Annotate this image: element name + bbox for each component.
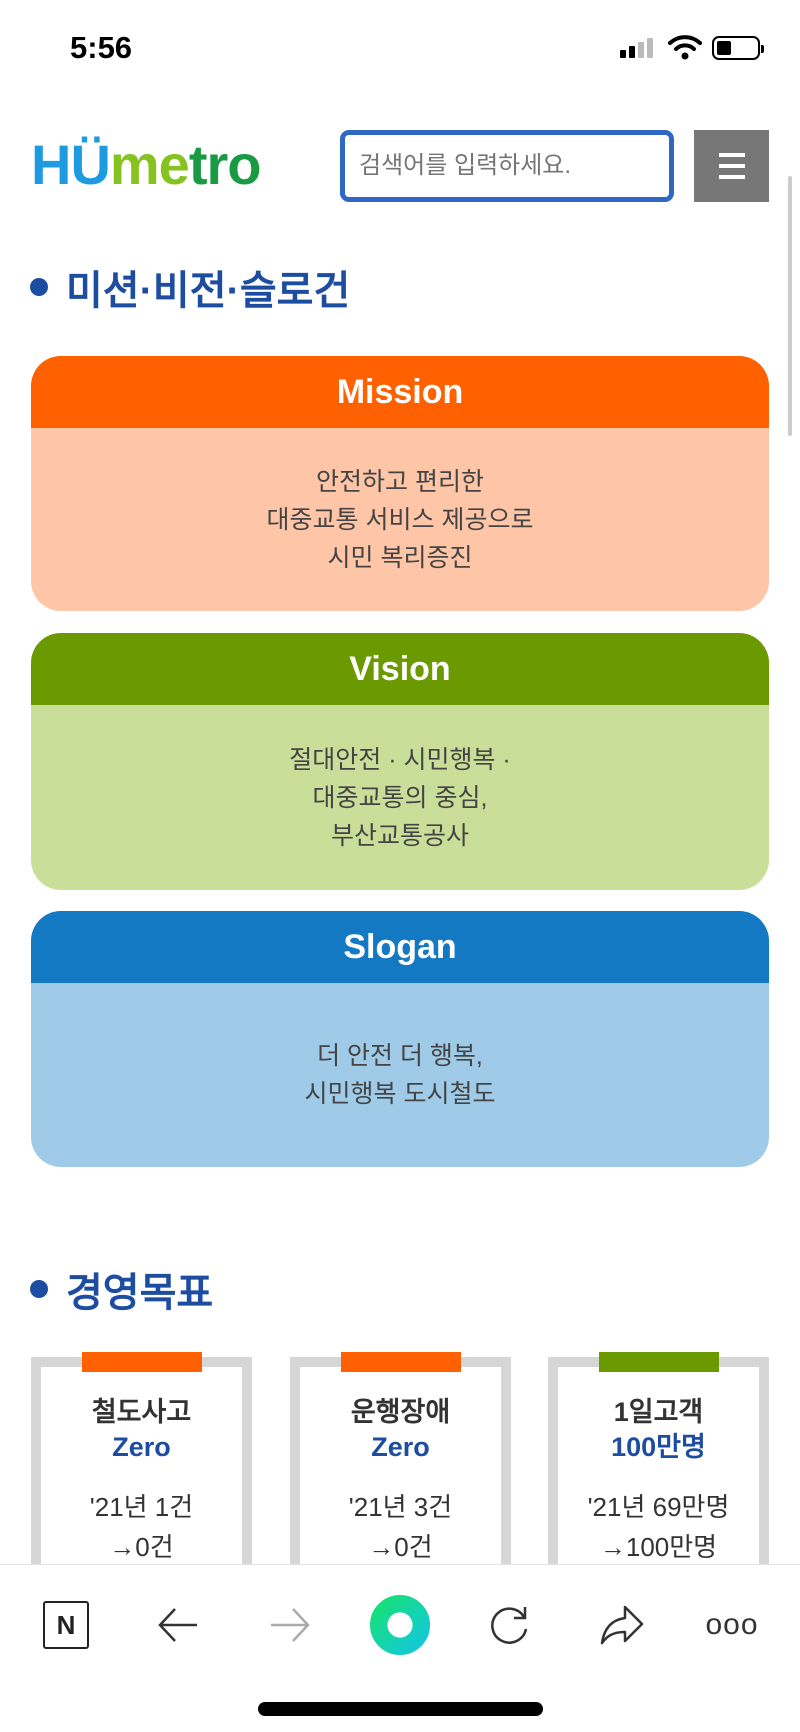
refresh-icon — [491, 1607, 528, 1644]
share-button[interactable] — [592, 1595, 652, 1655]
status-time: 5:56 — [70, 30, 133, 65]
home-indicator[interactable] — [258, 1702, 543, 1716]
slogan-text: 시민행복 도시철도 — [304, 1080, 496, 1108]
vision-text: 절대안전 · 시민행복 · — [289, 745, 511, 774]
slogan-box: Slogan 더 안전 더 행복, 시민행복 도시철도 — [31, 911, 769, 1167]
slogan-label: Slogan — [31, 911, 769, 983]
scrollbar[interactable] — [788, 176, 792, 436]
hamburger-menu-button[interactable] — [694, 130, 769, 202]
vision-text: 부산교통공사 — [330, 821, 469, 850]
wifi-icon — [668, 35, 702, 60]
mission-text: 대중교통 서비스 제공으로 — [266, 505, 534, 534]
search-button[interactable] — [669, 135, 674, 197]
slogan-text: 더 안전 더 행복, — [317, 1042, 483, 1070]
bullet-icon — [30, 278, 48, 296]
back-button[interactable] — [148, 1595, 208, 1655]
more-button[interactable]: ooo — [705, 1608, 759, 1641]
naver-home-button[interactable]: N — [36, 1595, 96, 1655]
search-bar — [340, 130, 674, 202]
refresh-button[interactable] — [480, 1595, 540, 1655]
search-icon — [669, 144, 674, 188]
search-input[interactable] — [345, 135, 669, 197]
mission-label: Mission — [31, 356, 769, 428]
section-heading-goals: 경영목표 — [30, 1260, 213, 1318]
green-dot-button[interactable] — [370, 1595, 430, 1655]
mission-text: 안전하고 편리한 — [316, 467, 484, 496]
bullet-icon — [30, 1280, 48, 1298]
forward-button[interactable] — [260, 1595, 320, 1655]
vision-label: Vision — [31, 633, 769, 705]
vision-text: 대중교통의 중심, — [312, 783, 488, 812]
cellular-signal-icon — [620, 38, 653, 58]
n-icon: N — [43, 1601, 89, 1649]
humetro-logo[interactable]: HÜmetro — [31, 133, 261, 196]
vision-box: Vision 절대안전 · 시민행복 · 대중교통의 중심, 부산교통공사 — [31, 633, 769, 890]
arrow-left-icon — [158, 1608, 197, 1642]
section-heading-mission: 미션·비전·슬로건 — [30, 258, 350, 316]
battery-icon — [712, 36, 764, 60]
mission-text: 시민 복리증진 — [327, 543, 473, 572]
arrow-right-icon — [271, 1608, 310, 1642]
green-dot-icon — [370, 1595, 430, 1655]
share-icon — [600, 1605, 644, 1645]
